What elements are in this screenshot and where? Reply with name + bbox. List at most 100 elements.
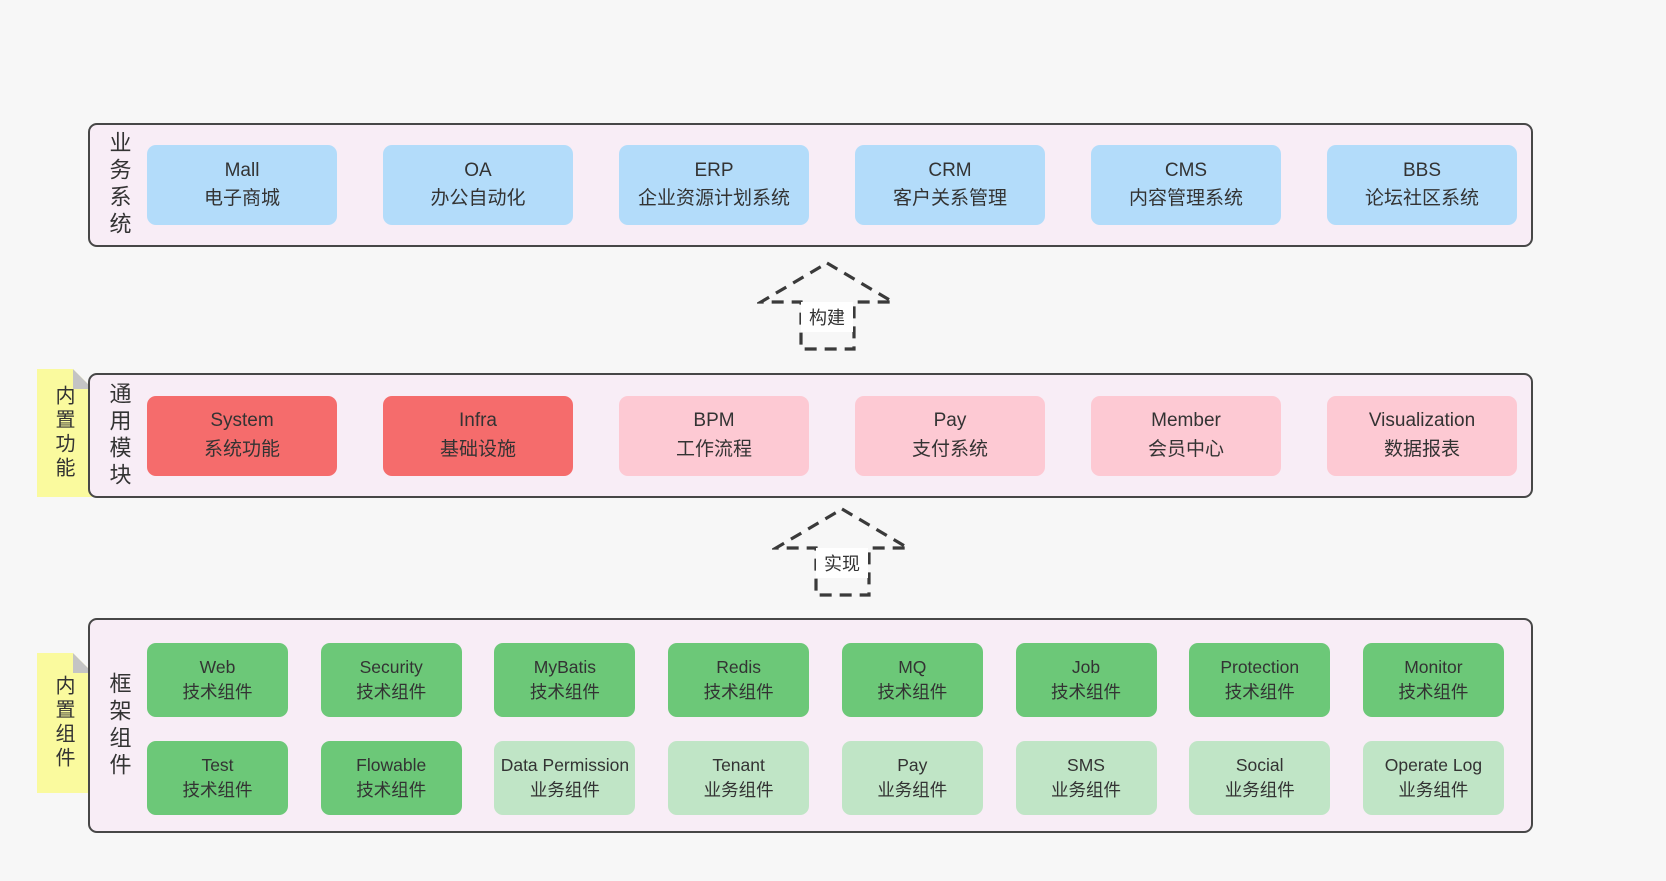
box-title-zh: 电子商城 [203, 188, 280, 209]
box-title-zh: 数据报表 [1383, 438, 1460, 460]
build-arrow-icon: 构建 [757, 261, 897, 351]
sticky-note-builtin-features: 内置功能 [37, 369, 93, 497]
band-label-column: 通用模块 [90, 375, 147, 496]
box-title-en: Data Permission [500, 755, 630, 776]
framework-row-2: Test 技术组件 Flowable 技术组件 Data Permission … [147, 740, 1504, 815]
box-pay-biz: Pay 业务组件 [841, 740, 983, 815]
box-member: Member 会员中心 [1091, 395, 1281, 476]
band-label-column: 业务系统 [90, 125, 147, 245]
box-oa: OA 办公自动化 [383, 145, 573, 225]
box-mall: Mall 电子商城 [147, 145, 337, 225]
band-common-modules: 通用模块 System 系统功能 Infra 基础设施 BPM 工作流程 Pay… [88, 373, 1533, 498]
box-title-en: Protection [1220, 657, 1300, 678]
box-protection: Protection 技术组件 [1189, 642, 1331, 717]
framework-row-1: Web 技术组件 Security 技术组件 MyBatis 技术组件 Redi… [147, 642, 1504, 717]
box-title-zh: 技术组件 [356, 681, 427, 702]
box-pay: Pay 支付系统 [855, 395, 1045, 476]
box-title-zh: 系统功能 [203, 438, 280, 460]
box-visualization: Visualization 数据报表 [1327, 395, 1517, 476]
box-title-zh: 技术组件 [182, 779, 253, 800]
box-title-zh: 技术组件 [1224, 681, 1295, 702]
box-title-zh: 内容管理系统 [1128, 188, 1243, 209]
band-title: 业务系统 [106, 131, 132, 239]
box-title-en: Pay [897, 755, 928, 776]
box-flowable: Flowable 技术组件 [320, 740, 462, 815]
box-infra: Infra 基础设施 [383, 395, 573, 476]
box-title-en: Web [199, 657, 236, 678]
box-title-en: MyBatis [533, 657, 597, 678]
box-title-en: Visualization [1368, 410, 1476, 431]
box-test: Test 技术组件 [147, 740, 288, 815]
box-title-zh: 支付系统 [911, 438, 988, 460]
box-security: Security 技术组件 [320, 642, 462, 717]
box-title-zh: 客户关系管理 [892, 188, 1007, 209]
box-title-en: Member [1151, 410, 1221, 431]
box-title-en: Infra [458, 410, 498, 431]
box-title-zh: 技术组件 [356, 779, 427, 800]
box-title-zh: 基础设施 [439, 438, 516, 460]
box-title-zh: 工作流程 [675, 438, 752, 460]
band-title: 框架组件 [106, 671, 132, 780]
box-monitor: Monitor 技术组件 [1362, 642, 1504, 717]
box-tenant: Tenant 业务组件 [668, 740, 810, 815]
box-bbs: BBS 论坛社区系统 [1327, 145, 1517, 225]
box-title-en: Security [359, 657, 423, 678]
band-box-area: Mall 电子商城 OA 办公自动化 ERP 企业资源计划系统 CRM 客户关系… [147, 125, 1531, 245]
box-system: System 系统功能 [147, 395, 337, 476]
box-social: Social 业务组件 [1189, 740, 1331, 815]
box-sms: SMS 业务组件 [1015, 740, 1157, 815]
box-title-en: Social [1235, 755, 1284, 776]
box-erp: ERP 企业资源计划系统 [619, 145, 809, 225]
box-title-en: BBS [1402, 159, 1442, 181]
box-title-zh: 业务组件 [1398, 779, 1469, 800]
box-job: Job 技术组件 [1015, 642, 1157, 717]
box-title-zh: 业务组件 [1224, 779, 1295, 800]
band-box-area: Web 技术组件 Security 技术组件 MyBatis 技术组件 Redi… [147, 620, 1531, 831]
box-title-zh: 技术组件 [877, 681, 948, 702]
box-title-en: SMS [1067, 755, 1105, 776]
box-web: Web 技术组件 [147, 642, 288, 717]
box-title-zh: 论坛社区系统 [1364, 188, 1479, 209]
band-title: 通用模块 [106, 381, 132, 490]
box-title-en: BPM [693, 410, 735, 431]
box-title-zh: 业务组件 [1051, 779, 1122, 800]
box-title-zh: 业务组件 [877, 779, 948, 800]
box-title-zh: 业务组件 [529, 779, 600, 800]
band-framework-components: 框架组件 Web 技术组件 Security 技术组件 MyBatis 技术组件… [88, 618, 1533, 833]
box-title-en: Pay [933, 410, 967, 431]
note-label: 内置功能 [52, 385, 74, 481]
box-title-zh: 技术组件 [529, 681, 600, 702]
box-title-zh: 企业资源计划系统 [637, 188, 790, 209]
note-label: 内置组件 [52, 675, 74, 771]
implement-arrow-icon: 实现 [772, 507, 912, 597]
box-title-zh: 办公自动化 [430, 188, 526, 209]
box-title-en: CRM [928, 159, 972, 181]
box-crm: CRM 客户关系管理 [855, 145, 1045, 225]
box-title-zh: 业务组件 [703, 779, 774, 800]
box-title-en: Job [1071, 657, 1101, 678]
box-title-en: Test [201, 755, 234, 776]
box-title-en: Tenant [712, 755, 765, 776]
implement-arrow-label: 实现 [824, 554, 860, 574]
band-label-column: 框架组件 [90, 620, 147, 831]
box-title-en: CMS [1164, 159, 1208, 181]
box-mybatis: MyBatis 技术组件 [494, 642, 636, 717]
band-business-systems: 业务系统 Mall 电子商城 OA 办公自动化 ERP 企业资源计划系统 CRM… [88, 123, 1533, 247]
box-title-en: OA [464, 159, 492, 181]
box-mq: MQ 技术组件 [841, 642, 983, 717]
box-operate-log: Operate Log 业务组件 [1362, 740, 1504, 815]
band-box-area: System 系统功能 Infra 基础设施 BPM 工作流程 Pay 支付系统… [147, 375, 1531, 496]
box-title-zh: 会员中心 [1147, 438, 1224, 460]
box-title-en: MQ [898, 657, 927, 678]
box-data-permission: Data Permission 业务组件 [494, 740, 636, 815]
box-bpm: BPM 工作流程 [619, 395, 809, 476]
box-redis: Redis 技术组件 [668, 642, 810, 717]
box-title-zh: 技术组件 [703, 681, 774, 702]
box-title-en: Operate Log [1384, 755, 1483, 776]
box-title-en: System [210, 410, 274, 431]
box-title-zh: 技术组件 [1051, 681, 1122, 702]
box-title-en: Monitor [1404, 657, 1463, 678]
box-title-zh: 技术组件 [182, 681, 253, 702]
sticky-note-builtin-components: 内置组件 [37, 653, 93, 793]
